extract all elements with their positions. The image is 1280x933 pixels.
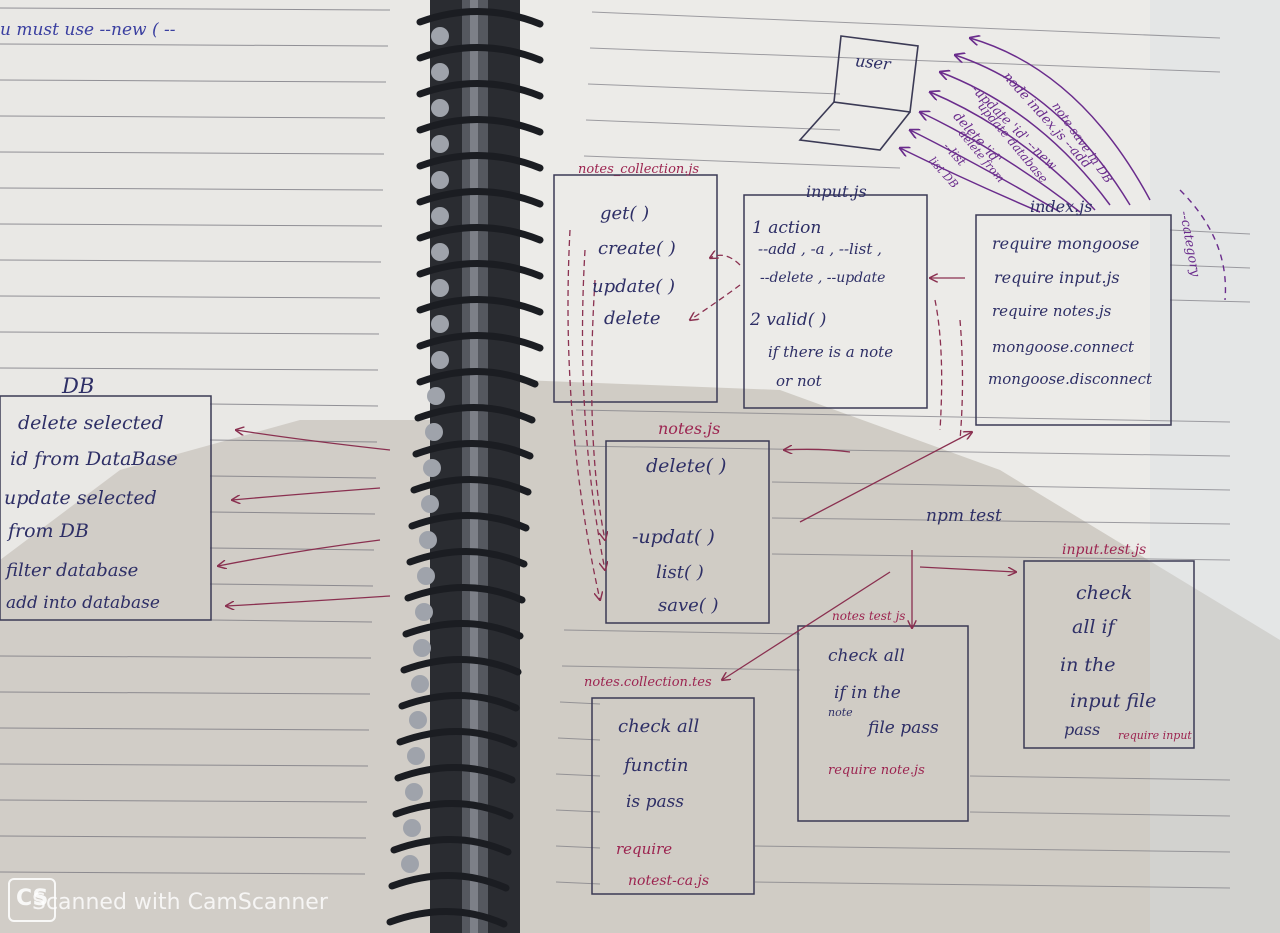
notes-collection-test-title: notes.collection.tes	[584, 675, 712, 690]
top-note: u must use --new ( --	[0, 20, 176, 40]
index-title: index.js	[1030, 197, 1093, 216]
db-box	[0, 395, 212, 621]
input-test-title: input.test.js	[1062, 542, 1147, 558]
index-item: require notes.js	[992, 302, 1112, 320]
db-row: update selected	[4, 487, 157, 509]
input-item: or not	[776, 372, 822, 390]
notes-title: notes.js	[658, 419, 721, 438]
notes-test-box	[797, 625, 969, 822]
notes-test-require: require note.js	[828, 763, 925, 778]
notes-item: list( )	[656, 562, 704, 583]
function-item: update( )	[592, 276, 676, 297]
watermark-text: Scanned with CamScanner	[32, 890, 328, 915]
index-item: require mongoose	[992, 234, 1140, 253]
input-test-item: pass	[1064, 720, 1101, 739]
notes-test-item: if in the	[834, 683, 901, 703]
index-box	[975, 214, 1172, 426]
function-item: delete	[604, 308, 661, 329]
input-item: 2 valid( )	[750, 310, 827, 330]
camscanner-logo-icon: CS	[8, 878, 56, 922]
logo-text: CS	[16, 886, 49, 911]
notes-test-strike: note	[828, 706, 853, 719]
index-item: mongoose.disconnect	[988, 370, 1153, 388]
notes-collection-test-box	[591, 697, 755, 895]
input-test-item: check	[1076, 582, 1133, 604]
notes-test-title: notes test js	[832, 609, 906, 623]
input-test-item: in the	[1060, 654, 1116, 676]
user-label: user	[854, 51, 892, 74]
input-title: input.js	[806, 182, 867, 201]
input-test-box	[1023, 560, 1195, 749]
notes-collection-test-item: is pass	[626, 792, 685, 812]
notes-item: save( )	[658, 595, 719, 616]
input-item: --delete , --update	[760, 270, 886, 286]
notes-collection-title: notes_collection.js	[578, 162, 700, 177]
notes-collection-test-require: require	[616, 840, 673, 858]
notes-test-item: file pass	[868, 718, 939, 738]
camscanner-watermark: CS Scanned with CamScanner	[8, 878, 368, 922]
input-item: --add , -a , --list ,	[758, 240, 882, 258]
input-item: 1 action	[752, 218, 822, 238]
db-row: from DB	[8, 520, 89, 542]
npm-test-label: npm test	[926, 506, 1002, 526]
notes-item: -updat( )	[632, 526, 715, 548]
input-item: if there is a note	[768, 343, 894, 361]
db-row: filter database	[6, 560, 139, 581]
notes-test-item: check all	[828, 646, 905, 666]
notes-collection-test-item: functin	[624, 755, 689, 776]
notes-item: delete( )	[646, 455, 727, 477]
db-row: add into database	[6, 593, 160, 613]
notes-collection-box	[553, 174, 718, 403]
index-item: require input.js	[994, 268, 1120, 287]
input-test-require: require input	[1118, 729, 1192, 742]
db-row: id from DataBase	[10, 448, 178, 470]
db-title: DB	[62, 374, 95, 398]
index-item: mongoose.connect	[992, 338, 1134, 356]
user-laptop-icon	[798, 35, 919, 151]
notes-collection-test-item: check all	[618, 716, 700, 737]
db-row: delete selected	[18, 412, 164, 434]
function-item: create( )	[598, 238, 676, 259]
input-test-item: all if	[1072, 616, 1115, 638]
notes-collection-test-file: notest-ca.js	[628, 873, 710, 889]
input-box	[743, 194, 928, 409]
function-item: get( )	[600, 203, 650, 224]
input-test-item: input file	[1070, 690, 1157, 712]
